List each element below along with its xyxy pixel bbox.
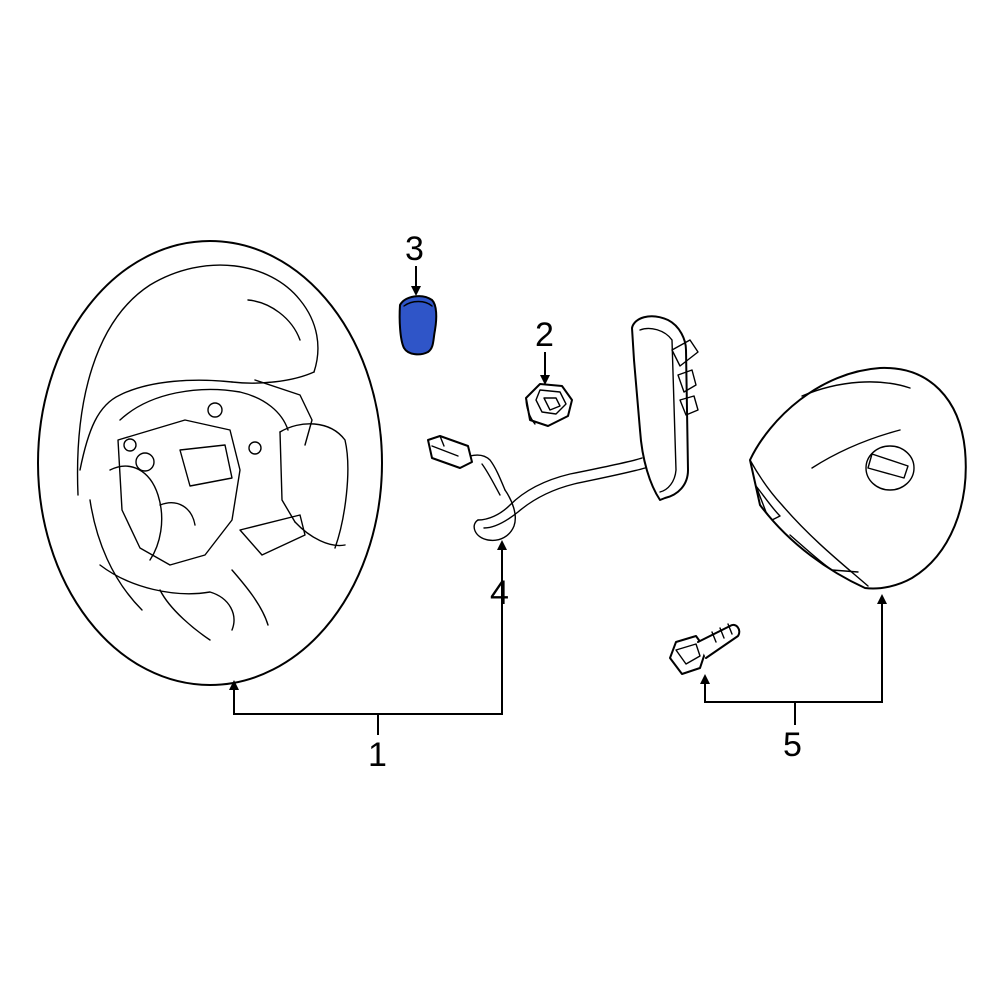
nut[interactable] <box>525 383 573 427</box>
callout-3: 3 <box>405 230 424 268</box>
airbag-module[interactable] <box>749 366 967 590</box>
callout-4: 4 <box>490 574 509 612</box>
callout-1-leader <box>229 540 507 735</box>
steering-wheel[interactable] <box>37 240 383 686</box>
steering-switch-harness[interactable] <box>427 315 699 542</box>
callout-5-leader <box>700 594 887 725</box>
callout-2-leader <box>540 352 550 385</box>
callout-5: 5 <box>783 726 802 764</box>
callout-3-leader <box>411 266 421 296</box>
highlighted-switch-cap[interactable] <box>398 295 438 356</box>
callout-2: 2 <box>535 316 554 354</box>
bolt[interactable] <box>669 623 741 675</box>
callout-1: 1 <box>368 736 387 774</box>
